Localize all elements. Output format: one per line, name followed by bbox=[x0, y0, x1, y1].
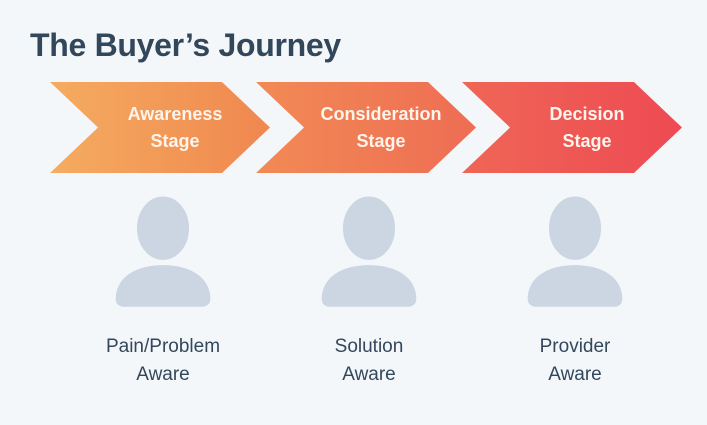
persona-label-awareness: Pain/Problem Aware bbox=[106, 333, 220, 389]
persona-label-awareness-line2: Aware bbox=[136, 364, 190, 385]
stage-arrow-awareness: Awareness Stage bbox=[50, 82, 270, 173]
persona-label-consideration: Solution Aware bbox=[335, 333, 404, 389]
person-icon bbox=[115, 193, 211, 307]
page-title: The Buyer’s Journey bbox=[30, 27, 341, 63]
stage-arrow-consideration-label: Consideration Stage bbox=[290, 101, 441, 155]
persona-label-decision-line2: Aware bbox=[548, 364, 602, 385]
persona-columns: Pain/Problem Aware Solution Aware Provid… bbox=[60, 193, 678, 389]
stage-arrow-consideration-line2: Stage bbox=[356, 130, 406, 151]
stage-arrow-decision-label: Decision Stage bbox=[519, 101, 624, 155]
persona-column-decision: Provider Aware bbox=[472, 193, 678, 389]
persona-label-decision-line1: Provider bbox=[539, 336, 611, 357]
stage-arrow-awareness-label: Awareness Stage bbox=[98, 101, 223, 155]
persona-column-awareness: Pain/Problem Aware bbox=[60, 193, 266, 389]
stage-arrow-decision-line1: Decision bbox=[549, 103, 625, 124]
stage-arrow-decision: Decision Stage bbox=[462, 82, 682, 173]
stage-arrow-consideration: Consideration Stage bbox=[256, 82, 476, 173]
persona-label-awareness-line1: Pain/Problem bbox=[105, 336, 221, 357]
persona-column-consideration: Solution Aware bbox=[266, 193, 472, 389]
stage-arrow-consideration-line1: Consideration bbox=[320, 103, 442, 124]
stage-arrow-decision-line2: Stage bbox=[562, 130, 612, 151]
stage-arrow-awareness-line1: Awareness bbox=[127, 103, 223, 124]
stage-arrow-awareness-line2: Stage bbox=[150, 130, 200, 151]
persona-label-consideration-line1: Solution bbox=[334, 336, 404, 357]
person-icon bbox=[321, 193, 417, 307]
persona-label-decision: Provider Aware bbox=[540, 333, 611, 389]
person-icon bbox=[527, 193, 623, 307]
persona-label-consideration-line2: Aware bbox=[342, 364, 396, 385]
